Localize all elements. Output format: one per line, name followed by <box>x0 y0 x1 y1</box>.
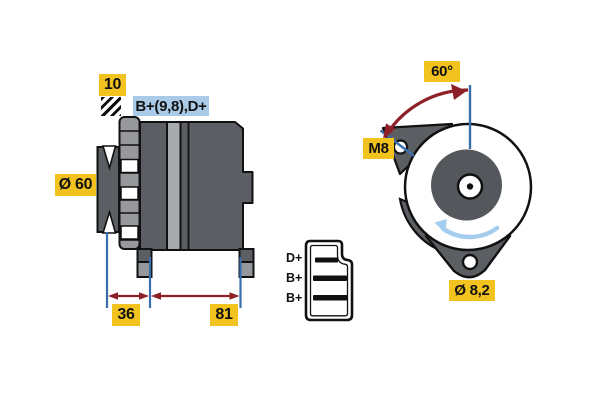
pulley-diameter-label: Ø 60 <box>55 174 96 196</box>
side-view <box>96 116 255 308</box>
rotation-arrow-icon <box>434 219 500 240</box>
belt-width-label: 10 <box>99 74 126 96</box>
front-bracket <box>139 121 169 251</box>
pin-label-bplus-2: B+ <box>286 290 303 305</box>
terminal-label: B+(9,8),D+ <box>133 96 209 116</box>
pulley-v-groove-bottom <box>101 209 117 234</box>
pin-label-dplus: D+ <box>286 251 303 266</box>
dimension-arrow-81 <box>151 292 240 300</box>
fan <box>118 116 141 250</box>
hatch-pattern-icon <box>101 97 121 116</box>
thread-size-label: M8 <box>363 138 394 159</box>
stator-band <box>166 121 182 251</box>
angle-arc-arrow-icon <box>383 84 469 139</box>
rear-bracket <box>179 121 254 251</box>
pin-label-bplus-1: B+ <box>286 270 303 285</box>
pin-dplus <box>315 257 338 263</box>
housing <box>139 121 254 251</box>
pin-bplus-1 <box>313 275 347 281</box>
front-view <box>379 84 533 279</box>
extension-lines <box>105 232 242 308</box>
dimension-arrow-36 <box>108 292 149 300</box>
connector-inner-wall <box>309 244 349 317</box>
pin-bplus-2 <box>313 295 348 301</box>
pulley-v-groove-top <box>101 145 117 171</box>
connector-pinout <box>304 239 354 322</box>
mounting-angle-label: 60° <box>424 61 460 82</box>
mounting-hole-bottom <box>461 253 479 271</box>
shaft-center <box>466 183 474 190</box>
dimension-81-label: 81 <box>210 304 238 326</box>
mounting-hole-diameter-label: Ø 8,2 <box>449 280 495 301</box>
dimension-36-label: 36 <box>112 304 140 326</box>
mounting-feet <box>136 248 255 278</box>
